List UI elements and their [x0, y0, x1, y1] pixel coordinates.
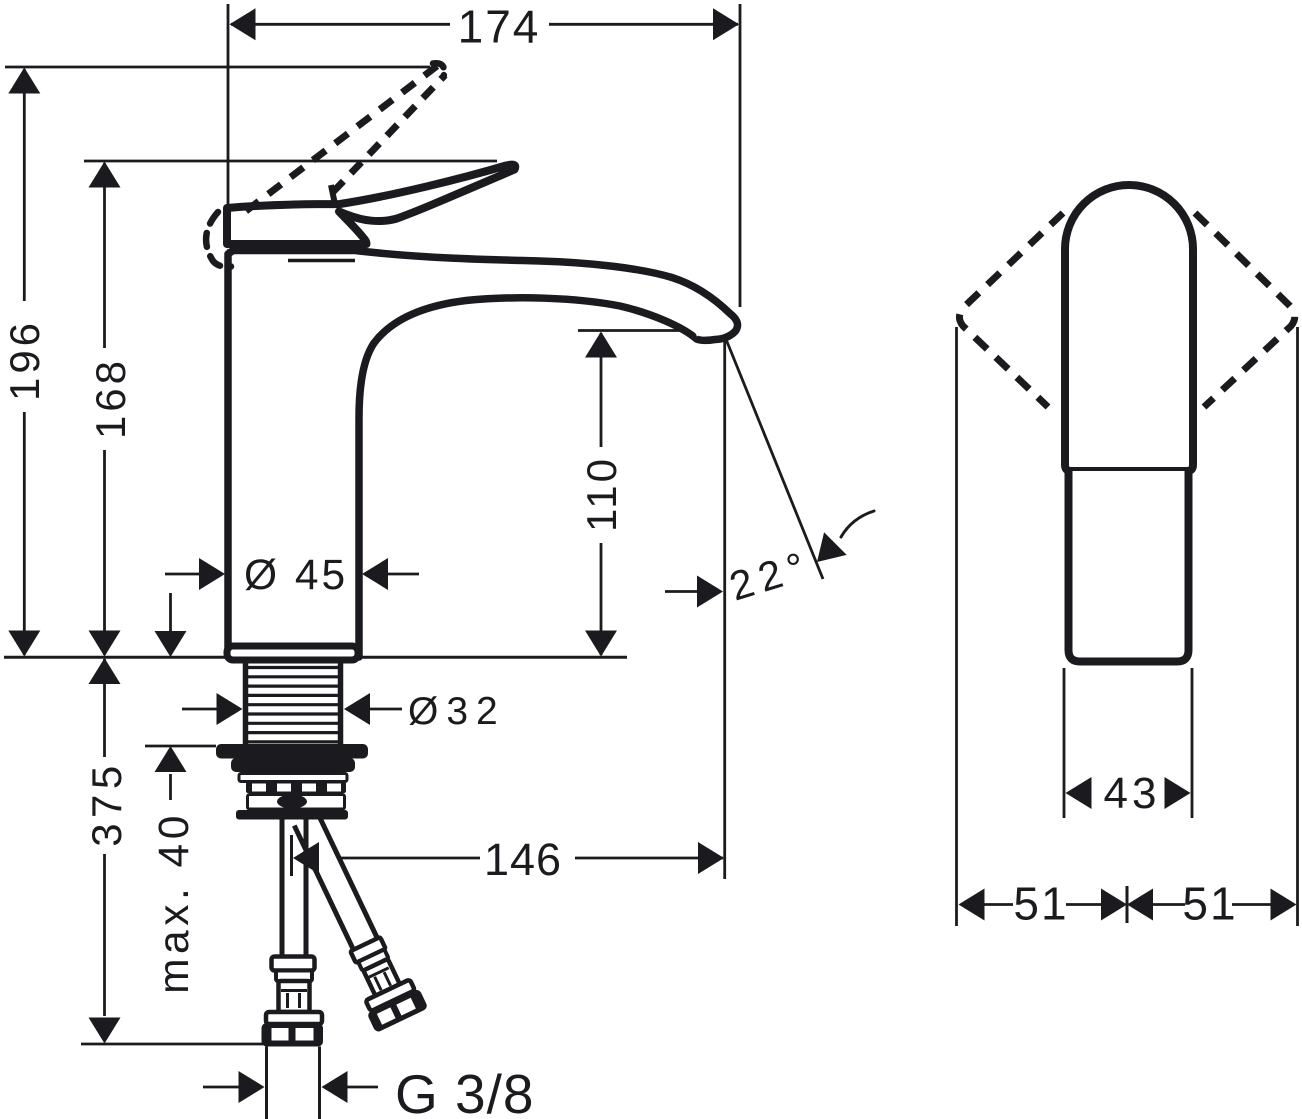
svg-text:Ø32: Ø32	[408, 690, 506, 733]
svg-text:168: 168	[87, 357, 134, 439]
svg-text:196: 196	[1, 319, 48, 401]
svg-text:51: 51	[1182, 878, 1237, 930]
svg-text:G 3/8: G 3/8	[395, 1063, 535, 1119]
svg-text:110: 110	[578, 456, 625, 532]
svg-text:51: 51	[1013, 878, 1068, 930]
svg-text:146: 146	[484, 834, 562, 885]
svg-text:Ø 45: Ø 45	[244, 552, 348, 599]
svg-text:375: 375	[83, 760, 130, 847]
svg-text:43: 43	[1104, 769, 1161, 818]
svg-text:max. 40: max. 40	[151, 811, 198, 994]
svg-text:174: 174	[458, 1, 541, 53]
